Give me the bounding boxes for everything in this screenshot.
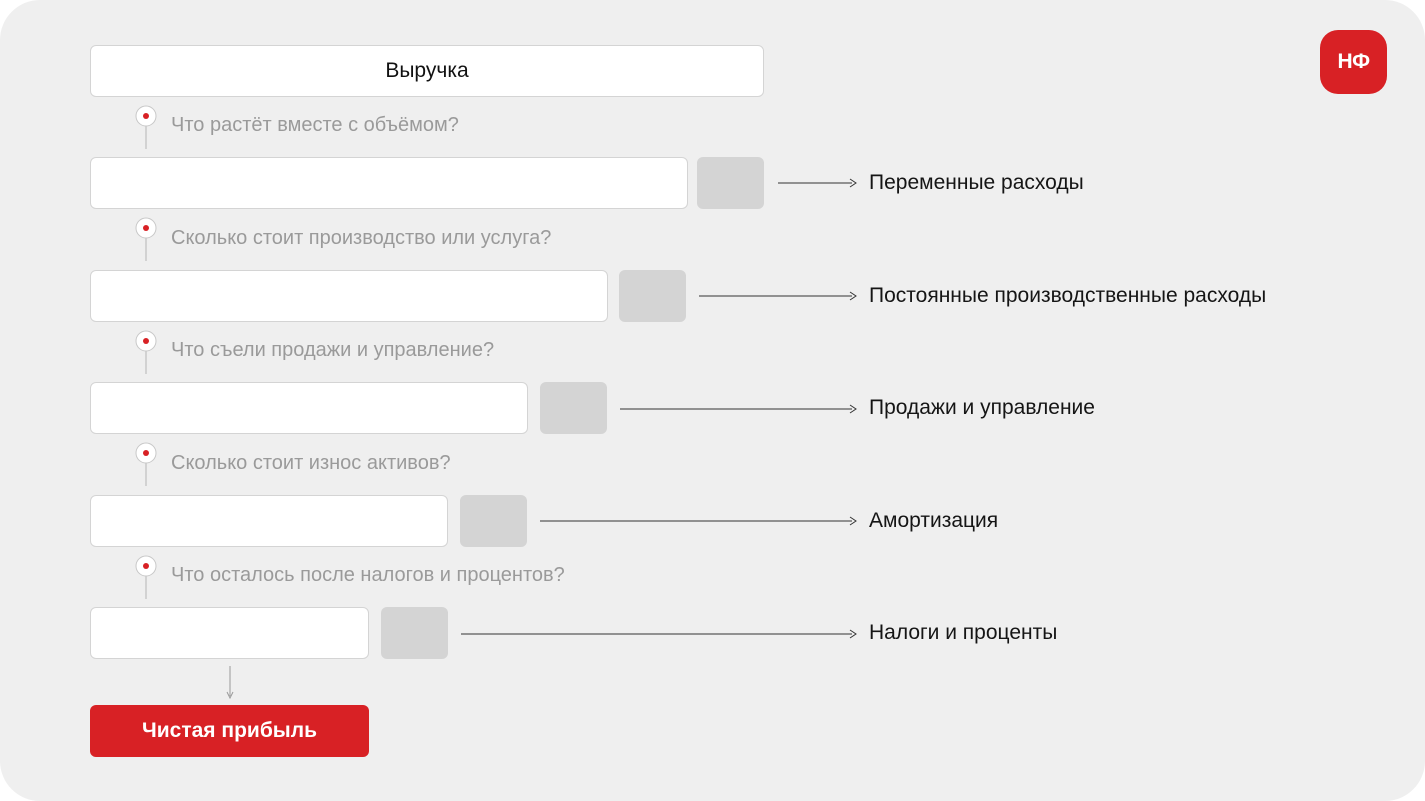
pin-icon [135,555,157,599]
pin-icon [135,105,157,149]
pin-icon [135,330,157,374]
cost-block-5 [381,607,448,659]
remaining-bar-3 [90,382,528,434]
step-label-4: Амортизация [869,509,999,532]
arrow-right-icon [461,629,857,639]
step-question-4: Сколько стоит износ активов? [171,452,451,474]
step-question-5: Что осталось после налогов и процентов? [171,564,565,586]
step-label-5: Налоги и проценты [869,621,1058,644]
remaining-bar-1 [90,157,688,209]
step-question-3: Что съели продажи и управление? [171,339,495,361]
pin-icon [135,442,157,486]
revenue-label: Выручка [385,59,469,82]
arrow-right-icon [620,404,857,414]
logo-text: НФ [1337,50,1370,73]
cost-block-3 [540,382,607,434]
arrow-down-icon [226,666,234,700]
step-question-1: Что растёт вместе с объёмом? [171,114,459,136]
net-profit-label: Чистая прибыль [142,719,317,742]
step-label-3: Продажи и управление [869,396,1095,419]
cost-block-4 [460,495,527,547]
step-label-2: Постоянные производственные расходы [869,284,1267,307]
pin-icon [135,217,157,261]
step-question-2: Сколько стоит производство или услуга? [171,227,552,249]
remaining-bar-5 [90,607,369,659]
remaining-bar-4 [90,495,448,547]
cost-block-2 [619,270,686,322]
logo: НФ [1320,30,1387,94]
remaining-bar-2 [90,270,608,322]
revenue-block: Выручка [90,45,764,97]
step-label-1: Переменные расходы [869,171,1084,194]
arrow-right-icon [778,178,857,188]
arrow-right-icon [540,516,857,526]
arrow-right-icon [699,291,857,301]
net-profit-block: Чистая прибыль [90,705,369,757]
cost-block-1 [697,157,764,209]
